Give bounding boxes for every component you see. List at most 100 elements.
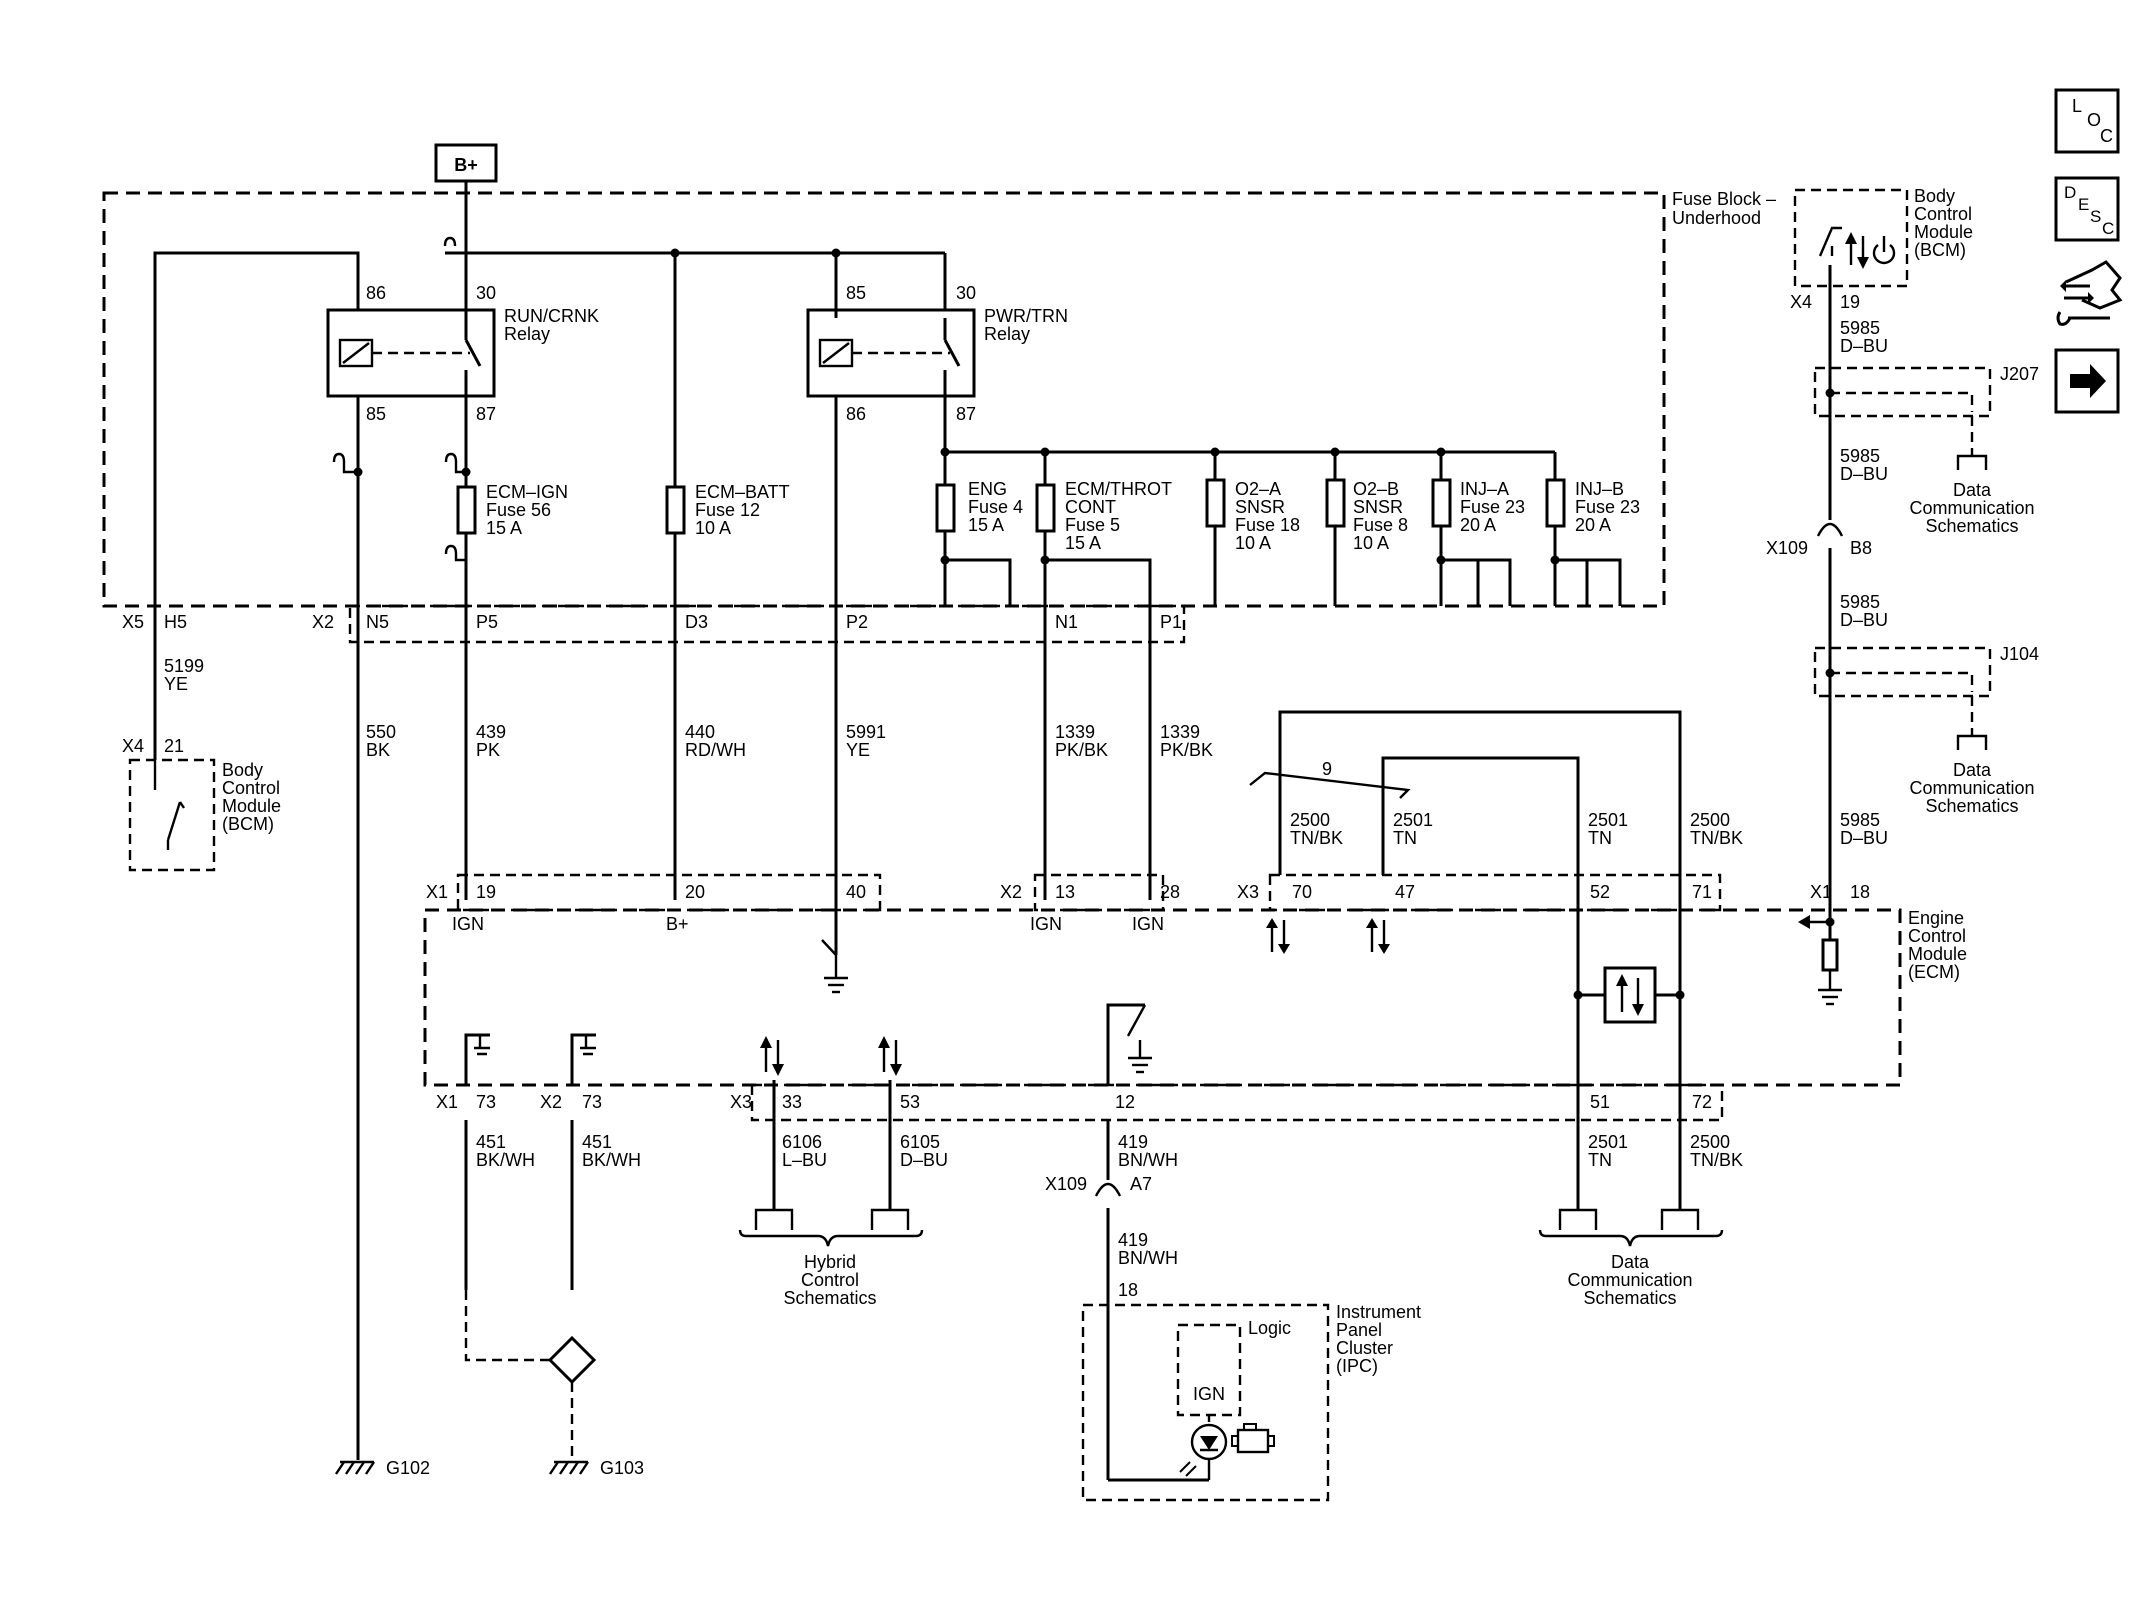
svg-text:Schematics: Schematics bbox=[1925, 796, 2018, 816]
svg-text:20: 20 bbox=[685, 882, 705, 902]
svg-text:Body: Body bbox=[222, 760, 263, 780]
svg-text:Schematics: Schematics bbox=[1583, 1288, 1676, 1308]
svg-text:D–BU: D–BU bbox=[1840, 828, 1888, 848]
svg-text:C: C bbox=[2100, 126, 2113, 146]
svg-text:D–BU: D–BU bbox=[1840, 336, 1888, 356]
svg-text:N1: N1 bbox=[1055, 612, 1078, 632]
svg-text:X109: X109 bbox=[1045, 1174, 1087, 1194]
svg-text:30: 30 bbox=[476, 283, 496, 303]
svg-text:TN: TN bbox=[1588, 828, 1612, 848]
next-page-button[interactable] bbox=[2054, 348, 2120, 414]
svg-text:72: 72 bbox=[1692, 1092, 1712, 1112]
fuse-ecm-ign bbox=[456, 485, 477, 535]
fuse-o2b-snsr bbox=[1325, 478, 1346, 528]
description-button[interactable]: D E S C bbox=[2054, 176, 2120, 242]
svg-text:X3: X3 bbox=[730, 1092, 752, 1112]
svg-text:6106: 6106 bbox=[782, 1132, 822, 1152]
svg-text:Fuse 8: Fuse 8 bbox=[1353, 515, 1408, 535]
svg-text:Relay: Relay bbox=[504, 324, 550, 344]
fuse-inj-a bbox=[1431, 478, 1452, 528]
svg-text:73: 73 bbox=[476, 1092, 496, 1112]
svg-text:451: 451 bbox=[476, 1132, 506, 1152]
connector-tool-icon[interactable] bbox=[2056, 260, 2123, 326]
svg-text:419: 419 bbox=[1118, 1132, 1148, 1152]
run-crnk-relay: 86 30 85 87 RUN/CRNK Relay bbox=[326, 283, 599, 424]
svg-text:2500: 2500 bbox=[1290, 810, 1330, 830]
svg-text:2501: 2501 bbox=[1393, 810, 1433, 830]
svg-text:ECM–BATT: ECM–BATT bbox=[695, 482, 790, 502]
svg-text:Cluster: Cluster bbox=[1336, 1338, 1393, 1358]
svg-text:Fuse 23: Fuse 23 bbox=[1575, 497, 1640, 517]
svg-text:D–BU: D–BU bbox=[1840, 610, 1888, 630]
svg-text:30: 30 bbox=[956, 283, 976, 303]
svg-text:2501: 2501 bbox=[1588, 1132, 1628, 1152]
svg-text:X1: X1 bbox=[1810, 882, 1832, 902]
svg-text:Fuse 12: Fuse 12 bbox=[695, 500, 760, 520]
svg-text:IGN: IGN bbox=[1030, 914, 1062, 934]
svg-text:TN: TN bbox=[1393, 828, 1417, 848]
svg-text:5985: 5985 bbox=[1840, 446, 1880, 466]
bcm-right: Body Control Module (BCM) X4 19 bbox=[1790, 186, 1973, 312]
svg-text:Data: Data bbox=[1953, 480, 1992, 500]
svg-text:BK/WH: BK/WH bbox=[476, 1150, 535, 1170]
svg-text:BN/WH: BN/WH bbox=[1118, 1150, 1178, 1170]
svg-text:ENG: ENG bbox=[968, 479, 1007, 499]
svg-text:13: 13 bbox=[1055, 882, 1075, 902]
svg-text:O: O bbox=[2087, 110, 2101, 130]
svg-text:10 A: 10 A bbox=[1353, 533, 1389, 553]
svg-text:INJ–B: INJ–B bbox=[1575, 479, 1624, 499]
svg-text:X1: X1 bbox=[426, 882, 448, 902]
svg-text:PWR/TRN: PWR/TRN bbox=[984, 306, 1068, 326]
svg-text:TN: TN bbox=[1588, 1150, 1612, 1170]
svg-text:Panel: Panel bbox=[1336, 1320, 1382, 1340]
svg-text:O2–B: O2–B bbox=[1353, 479, 1399, 499]
svg-text:X5: X5 bbox=[122, 612, 144, 632]
wire-2500-tnbk-loop bbox=[1278, 710, 1682, 875]
svg-text:87: 87 bbox=[476, 404, 496, 424]
svg-text:Fuse 56: Fuse 56 bbox=[486, 500, 551, 520]
svg-text:28: 28 bbox=[1160, 882, 1180, 902]
svg-text:19: 19 bbox=[476, 882, 496, 902]
check-engine-icon bbox=[1231, 1423, 1275, 1454]
svg-text:ECM/THROT: ECM/THROT bbox=[1065, 479, 1172, 499]
svg-text:L: L bbox=[2072, 96, 2082, 116]
svg-text:20 A: 20 A bbox=[1575, 515, 1611, 535]
svg-text:86: 86 bbox=[366, 283, 386, 303]
svg-text:Control: Control bbox=[222, 778, 280, 798]
wire-2501-tn-loop bbox=[1381, 756, 1580, 875]
svg-text:X4: X4 bbox=[1790, 292, 1812, 312]
svg-text:85: 85 bbox=[366, 404, 386, 424]
location-button[interactable]: L O C bbox=[2054, 88, 2120, 154]
svg-text:BN/WH: BN/WH bbox=[1118, 1248, 1178, 1268]
svg-text:D–BU: D–BU bbox=[900, 1150, 948, 1170]
svg-text:E: E bbox=[2078, 195, 2089, 214]
ground-splice-diamond bbox=[547, 1335, 597, 1385]
svg-text:Communication: Communication bbox=[1909, 498, 2034, 518]
svg-text:6105: 6105 bbox=[900, 1132, 940, 1152]
svg-text:52: 52 bbox=[1590, 882, 1610, 902]
svg-text:D–BU: D–BU bbox=[1840, 464, 1888, 484]
svg-text:D3: D3 bbox=[685, 612, 708, 632]
svg-text:Logic: Logic bbox=[1248, 1318, 1291, 1338]
svg-text:G103: G103 bbox=[600, 1458, 644, 1478]
svg-text:X3: X3 bbox=[1237, 882, 1259, 902]
svg-text:IGN: IGN bbox=[1193, 1384, 1225, 1404]
svg-text:10 A: 10 A bbox=[695, 518, 731, 538]
svg-text:9: 9 bbox=[1322, 759, 1332, 779]
svg-text:1339: 1339 bbox=[1160, 722, 1200, 742]
svg-text:85: 85 bbox=[846, 283, 866, 303]
fuse-ecm-batt bbox=[665, 485, 686, 535]
svg-text:X2: X2 bbox=[1000, 882, 1022, 902]
battery-supply: B+ bbox=[434, 143, 498, 195]
svg-text:71: 71 bbox=[1692, 882, 1712, 902]
svg-text:Hybrid: Hybrid bbox=[804, 1252, 856, 1272]
svg-text:70: 70 bbox=[1292, 882, 1312, 902]
svg-text:Control: Control bbox=[1914, 204, 1972, 224]
svg-text:X2: X2 bbox=[312, 612, 334, 632]
splice-j104: J104 Data Communication Schematics bbox=[1813, 644, 2039, 816]
svg-text:Communication: Communication bbox=[1909, 778, 2034, 798]
fuse-eng bbox=[935, 483, 956, 533]
engine-control-module: Engine Control Module (ECM) X1 19 20 40 … bbox=[423, 873, 1967, 1122]
svg-text:P2: P2 bbox=[846, 612, 868, 632]
svg-text:X1: X1 bbox=[436, 1092, 458, 1112]
